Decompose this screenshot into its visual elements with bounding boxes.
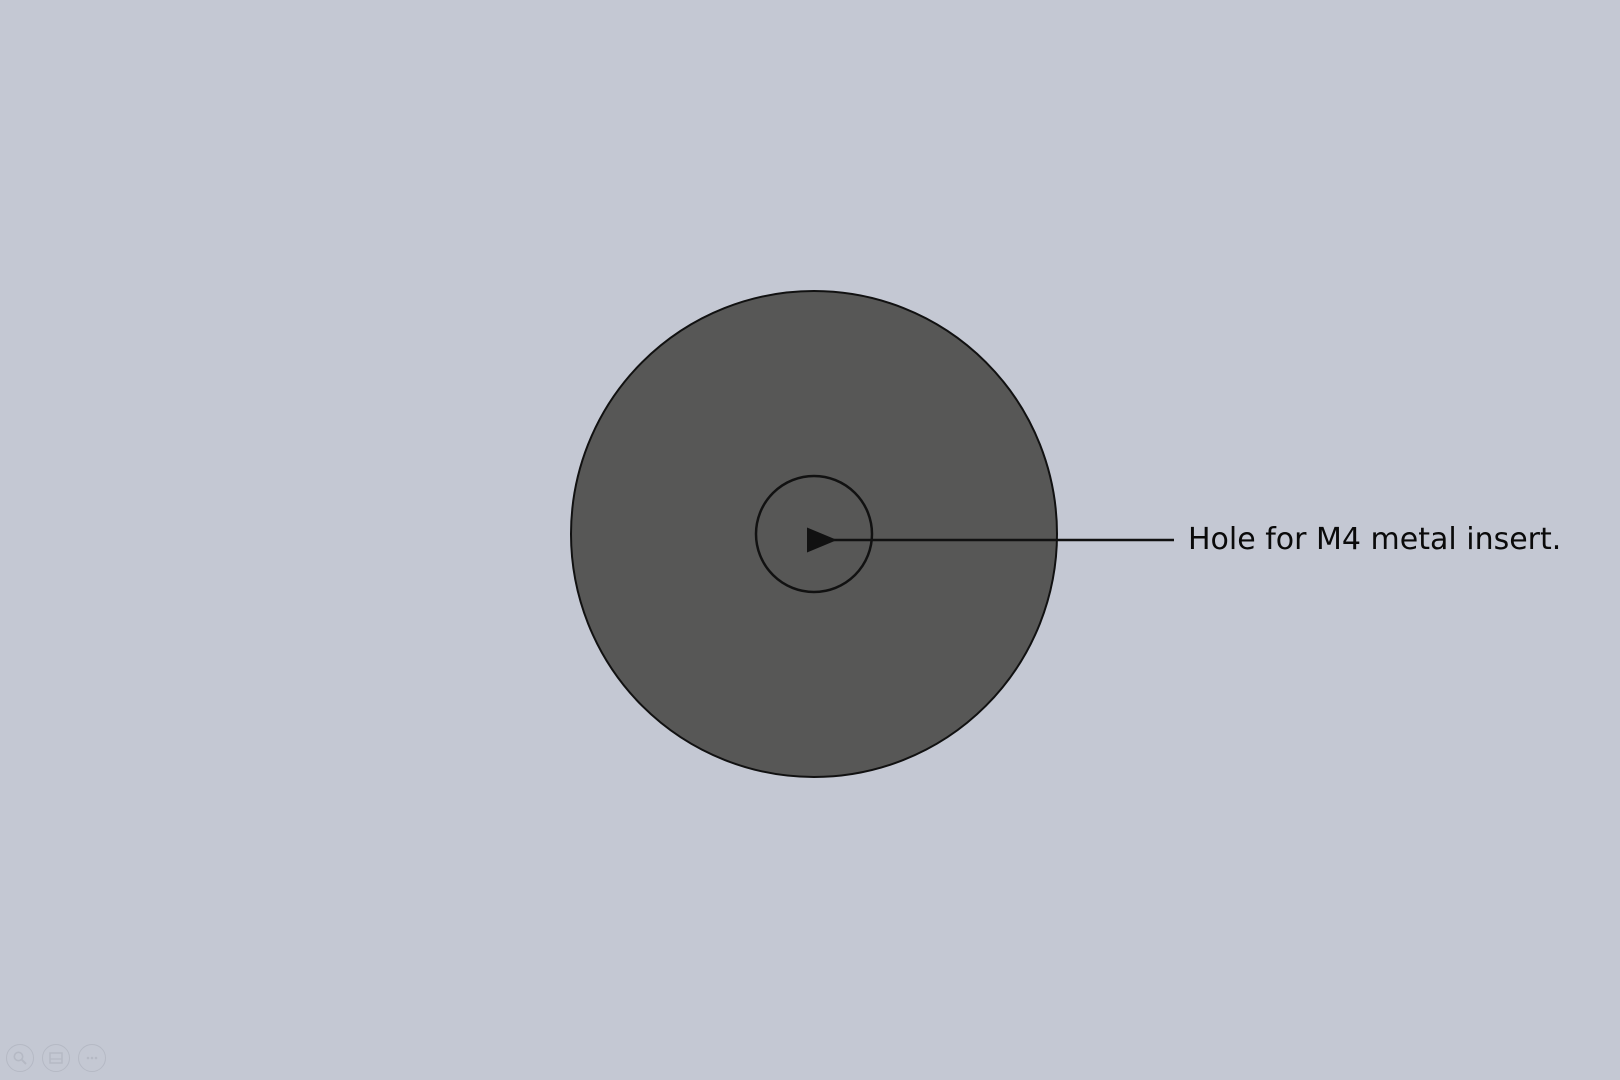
slideshow-controls: [6, 1044, 106, 1072]
slide-view-icon: [49, 1052, 63, 1064]
more-options-button[interactable]: [78, 1044, 106, 1072]
magnifier-icon: [13, 1051, 27, 1065]
slide-view-button[interactable]: [42, 1044, 70, 1072]
hole-callout-label: Hole for M4 metal insert.: [1188, 522, 1562, 557]
insert-hole: [754, 474, 874, 594]
more-options-icon: [86, 1056, 98, 1060]
zoom-button[interactable]: [6, 1044, 34, 1072]
